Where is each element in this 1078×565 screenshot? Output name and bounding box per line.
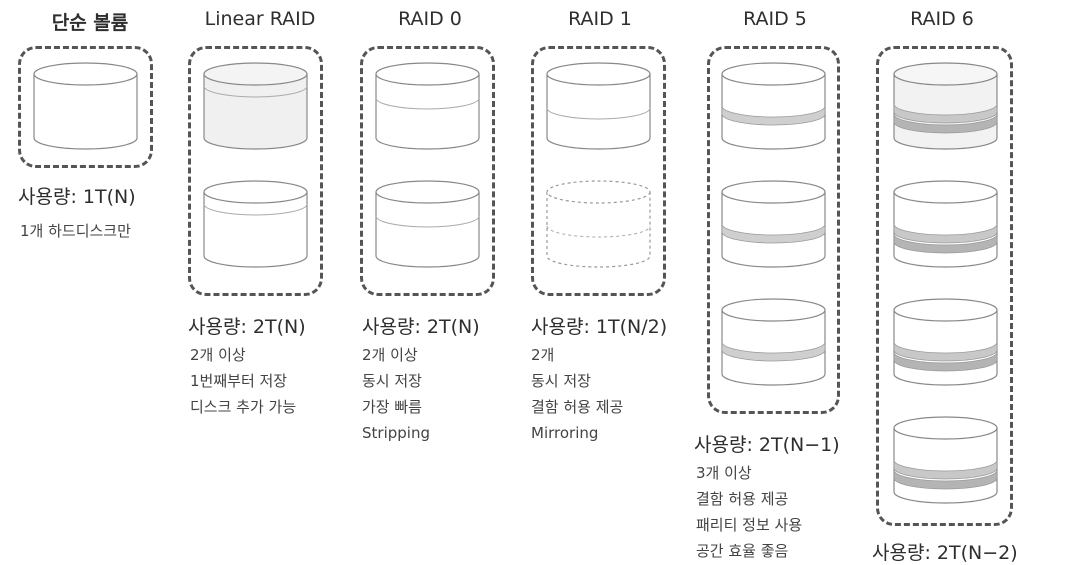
desc-raid0: 2개 이상 동시 저장 가장 빠름 Stripping — [362, 342, 430, 446]
desc-line: 1번째부터 저장 — [190, 372, 288, 390]
disk-raid0-2 — [375, 180, 480, 268]
desc-line: 동시 저장 — [531, 372, 591, 390]
disk-raid6-1 — [893, 62, 998, 150]
group-box-single-volume — [18, 46, 153, 168]
disk-linear-2 — [203, 180, 308, 268]
desc-line: 결함 허용 제공 — [696, 490, 789, 508]
desc-line: 3개 이상 — [696, 464, 752, 482]
disk-raid6-2 — [893, 180, 998, 268]
desc-line: 패리티 정보 사용 — [696, 516, 803, 534]
group-box-raid6 — [876, 46, 1013, 526]
group-box-raid0 — [360, 46, 495, 296]
desc-line: 동시 저장 — [362, 372, 422, 390]
desc-linear-raid: 2개 이상 1번째부터 저장 디스크 추가 가능 — [190, 342, 296, 420]
desc-line: Stripping — [362, 424, 430, 442]
disk-raid5-1 — [721, 62, 826, 150]
desc-line: 공간 효율 좋음 — [696, 542, 789, 560]
desc-line: Mirroring — [531, 424, 599, 442]
group-box-raid5 — [707, 46, 840, 414]
disk-linear-1 — [203, 62, 308, 150]
disk-raid1-mirror — [546, 180, 651, 268]
desc-raid5: 3개 이상 결함 허용 제공 패리티 정보 사용 공간 효율 좋음 — [696, 460, 802, 564]
group-box-raid1 — [531, 46, 666, 296]
desc-line: 결함 허용 제공 — [531, 398, 624, 416]
capacity-linear-raid: 사용량: 2T(N) — [188, 316, 306, 338]
title-single-volume: 단순 볼륨 — [51, 12, 129, 34]
title-raid0: RAID 0 — [398, 8, 462, 30]
capacity-raid5: 사용량: 2T(N−1) — [694, 434, 840, 456]
disk-raid1-1 — [546, 62, 651, 150]
disk-single — [33, 62, 138, 150]
desc-line: 2개 이상 — [362, 346, 418, 364]
desc-single-volume: 1개 하드디스크만 — [20, 218, 131, 244]
title-linear-raid: Linear RAID — [204, 8, 316, 30]
title-raid1: RAID 1 — [568, 8, 632, 30]
disk-raid5-3 — [721, 298, 826, 386]
disk-raid6-4 — [893, 416, 998, 504]
title-raid5: RAID 5 — [743, 8, 807, 30]
capacity-single-volume: 사용량: 1T(N) — [18, 186, 136, 208]
desc-line: 가장 빠름 — [362, 398, 422, 416]
capacity-raid6: 사용량: 2T(N−2) — [872, 542, 1018, 564]
disk-raid6-3 — [893, 298, 998, 386]
desc-line: 2개 — [531, 346, 555, 364]
desc-line: 2개 이상 — [190, 346, 246, 364]
capacity-raid1: 사용량: 1T(N/2) — [531, 316, 668, 338]
capacity-raid0: 사용량: 2T(N) — [362, 316, 480, 338]
group-box-linear-raid — [188, 46, 323, 296]
desc-raid1: 2개 동시 저장 결함 허용 제공 Mirroring — [531, 342, 623, 446]
desc-line: 1개 하드디스크만 — [20, 222, 131, 240]
disk-raid5-2 — [721, 180, 826, 268]
title-raid6: RAID 6 — [910, 8, 974, 30]
disk-raid0-1 — [375, 62, 480, 150]
desc-line: 디스크 추가 가능 — [190, 398, 297, 416]
